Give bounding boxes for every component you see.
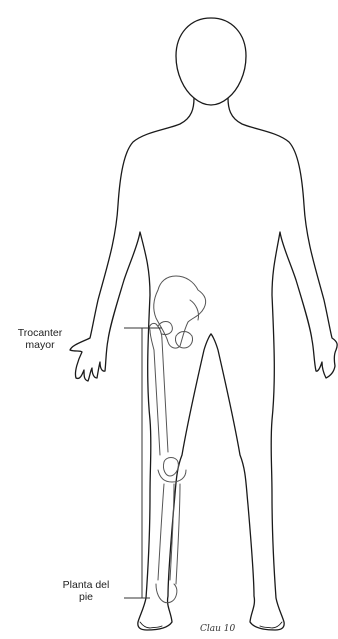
trochanter-label: Trocanter mayor [4, 327, 76, 351]
sacrum [190, 300, 199, 320]
patella [163, 458, 178, 477]
left-toes [140, 622, 162, 628]
trochanter-label-line1: Trocanter [4, 327, 76, 339]
left-body-contour [70, 98, 211, 630]
measurement [124, 328, 162, 598]
right-toes [260, 622, 282, 628]
sole-label: Planta del pie [52, 579, 120, 603]
head [176, 18, 246, 105]
foot-bones [156, 584, 177, 603]
sole-label-line2: pie [52, 591, 120, 603]
leg-skeleton [149, 276, 205, 603]
trochanter-label-line2: mayor [4, 339, 76, 351]
body-outline [70, 18, 337, 630]
fibula [176, 484, 180, 584]
artist-signature: Clau 10 [200, 624, 235, 634]
right-body-contour [211, 98, 337, 630]
femur [149, 323, 168, 455]
sole-label-line1: Planta del [52, 579, 120, 591]
